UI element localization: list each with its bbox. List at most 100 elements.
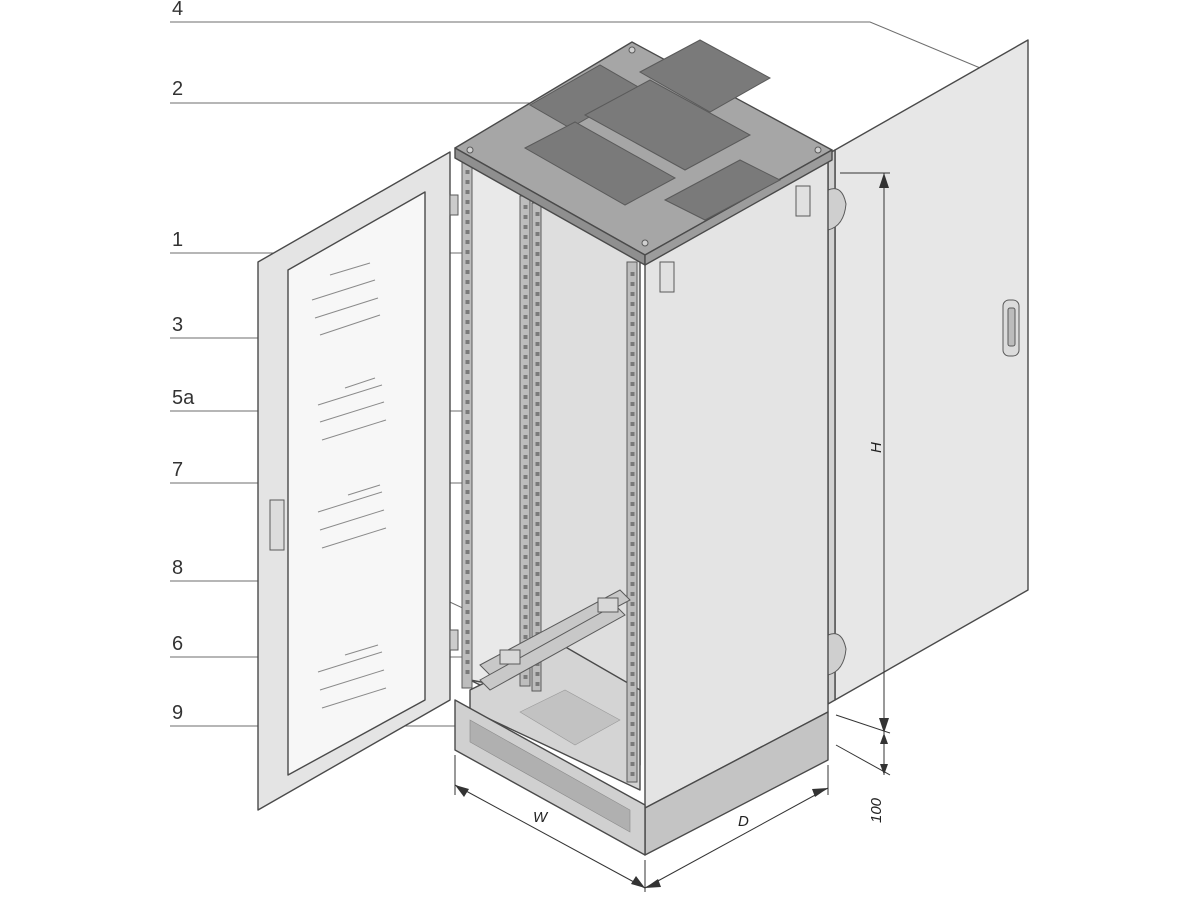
bracket-left-icon (499, 649, 521, 665)
glass-reflection-marks (311, 262, 387, 709)
rail-hole (535, 212, 540, 216)
rail-hole (630, 772, 635, 776)
rail-hole (523, 205, 528, 209)
rail-hole (535, 252, 540, 256)
rail-hole (630, 712, 635, 716)
rail-hole (535, 382, 540, 386)
rail-hole (523, 525, 528, 529)
door-glass (287, 191, 426, 776)
bracket-right-icon (597, 597, 619, 613)
rail-hole (523, 605, 528, 609)
rail-hole (630, 272, 635, 276)
rail-hole (630, 322, 635, 326)
rail-hole (630, 552, 635, 556)
callout-6: 6 (172, 633, 183, 655)
rail-hole (535, 502, 540, 506)
rail-hole (465, 330, 470, 334)
rail-hole (523, 455, 528, 459)
rail-hole (465, 660, 470, 664)
rail-hole (465, 490, 470, 494)
rail-hole (523, 295, 528, 299)
rail-hole (630, 432, 635, 436)
rail-hole (523, 585, 528, 589)
rail-hole (465, 610, 470, 614)
rail-hole (630, 372, 635, 376)
rail-hole (465, 630, 470, 634)
rail-hole (465, 500, 470, 504)
rail-hole (523, 485, 528, 489)
rail-hole (523, 245, 528, 249)
rail-hole (523, 225, 528, 229)
rail-hole (465, 260, 470, 264)
plinth-vent-icon (469, 719, 631, 833)
rail-hole (465, 580, 470, 584)
rail-hole (465, 440, 470, 444)
rail-hole (630, 512, 635, 516)
rail-hole (465, 420, 470, 424)
rail-hole (465, 250, 470, 254)
rail-hole (523, 465, 528, 469)
rail-hole (630, 492, 635, 496)
rail-hole (465, 230, 470, 234)
rail-hole (630, 762, 635, 766)
rail-hole (465, 650, 470, 654)
rail-hole (465, 430, 470, 434)
callout-1: 1 (172, 229, 183, 251)
rail-hole (465, 290, 470, 294)
rail-hole (535, 612, 540, 616)
rail-hole (630, 582, 635, 586)
dimension-plinth-label: 100 (868, 797, 885, 823)
rail-hole (465, 190, 470, 194)
rail-hole (535, 242, 540, 246)
rail-hole (465, 300, 470, 304)
callout-2: 2 (172, 78, 183, 100)
rail-hole (523, 505, 528, 509)
dimension-depth-label: D (738, 813, 749, 830)
rail-hole (465, 460, 470, 464)
rail-hole (523, 235, 528, 239)
rail-hole (465, 210, 470, 214)
rail-hole (630, 572, 635, 576)
rail-hole (630, 742, 635, 746)
rail-hole (630, 522, 635, 526)
rail-hole (465, 180, 470, 184)
rail-hole (630, 442, 635, 446)
rail-hole (630, 282, 635, 286)
rail-hole (465, 590, 470, 594)
rail-hole (523, 335, 528, 339)
rail-hole (535, 492, 540, 496)
rail-hole (535, 452, 540, 456)
side-lock-icon (659, 261, 675, 293)
rail-hole (465, 560, 470, 564)
rail-hole (523, 265, 528, 269)
rail-hole (535, 322, 540, 326)
rail-hole (523, 365, 528, 369)
rail-hole (465, 570, 470, 574)
rail-hole (523, 515, 528, 519)
rail-hole (630, 422, 635, 426)
cabinet-side-panel (644, 149, 829, 856)
rail-hole (465, 520, 470, 524)
rail-hole (535, 232, 540, 236)
rail-hole (630, 632, 635, 636)
cabinet-interior (461, 159, 641, 791)
rail-hole (535, 372, 540, 376)
rail-hole (465, 350, 470, 354)
rail-hole (630, 752, 635, 756)
rail-hole (630, 662, 635, 666)
rail-hole (523, 595, 528, 599)
rail-hole (465, 170, 470, 174)
rail-hole (465, 400, 470, 404)
rail-hole (523, 495, 528, 499)
rail-hole (630, 702, 635, 706)
rail-hole (535, 522, 540, 526)
rail-hole (465, 200, 470, 204)
rail-hole (465, 480, 470, 484)
rail-hole (523, 345, 528, 349)
dimension-plinth: 100 (835, 733, 891, 823)
rail-hole (535, 312, 540, 316)
rail-hole (465, 640, 470, 644)
cabinet-top (454, 39, 833, 266)
rail-hole (523, 615, 528, 619)
